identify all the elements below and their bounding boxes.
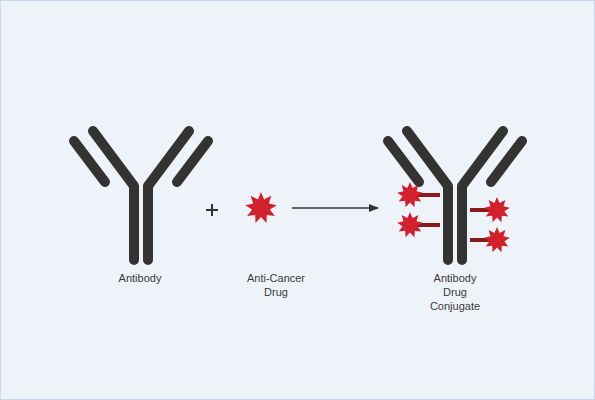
figure-label: Anti-Cancer Drug (240, 271, 312, 299)
drug-star (397, 182, 423, 207)
figure-label: Antibody (95, 271, 185, 285)
reaction-arrow (292, 207, 378, 209)
drug-star (484, 227, 510, 252)
figure-label: Antibody Drug Conjugate (424, 271, 486, 313)
drug-star (245, 192, 277, 223)
antibody-symbol (74, 131, 208, 260)
plus-sign (206, 204, 218, 216)
drug-star (484, 197, 510, 222)
antibody-symbol (388, 131, 522, 260)
drug-star (397, 212, 423, 237)
drug-linkers (412, 195, 496, 240)
